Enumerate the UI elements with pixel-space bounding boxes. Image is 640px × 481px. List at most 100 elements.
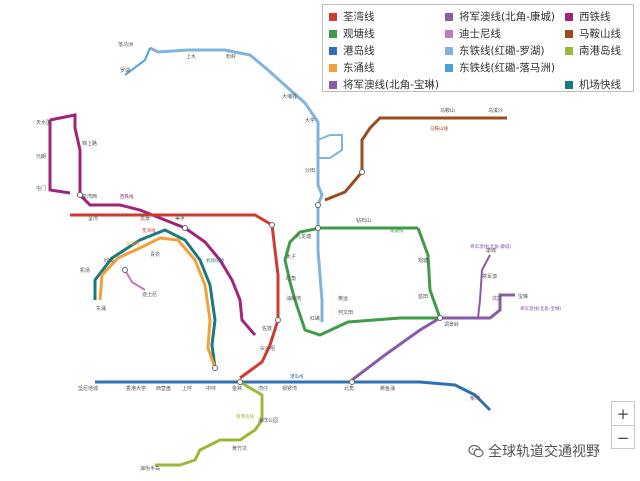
legend-item-ma-on-shan[interactable]: 马鞍山线: [565, 26, 631, 41]
station-marker[interactable]: [182, 225, 188, 231]
station-kennedytown[interactable]: 坚尼地城: [78, 385, 98, 392]
station-oceanpark[interactable]: 海洋公园: [258, 417, 278, 424]
station-causewaybay[interactable]: 铜锣湾: [282, 385, 297, 392]
label-kwun-tong: 观塘线: [390, 227, 404, 234]
station-sheungwan[interactable]: 上环: [182, 385, 192, 392]
station-yuenlong[interactable]: 元朗: [36, 153, 46, 160]
legend-item-tsuen-wan[interactable]: 荃湾线: [329, 9, 445, 24]
legend-item-east-rail-lmc[interactable]: 东铁线(红磡-落马洲): [445, 60, 631, 75]
station-luohu[interactable]: 罗湖: [120, 67, 130, 74]
station-marker[interactable]: [359, 169, 365, 175]
legend-label: 荃湾线: [343, 11, 375, 23]
legend-item-tung-chung[interactable]: 东涌线: [329, 60, 445, 75]
station-marker[interactable]: [77, 192, 83, 198]
station-marker[interactable]: [269, 222, 275, 228]
legend-label: 观塘线: [343, 28, 375, 40]
station-marker[interactable]: [237, 379, 243, 385]
legend-item-south-island[interactable]: 南港岛线: [565, 43, 631, 58]
legend-item-tko-polam[interactable]: 将军澳线(北角-宝琳): [329, 77, 565, 92]
label-tung-chung: 东涌线: [126, 240, 140, 247]
station-kwuntong[interactable]: 观塘: [418, 257, 428, 264]
station-jordan[interactable]: 佐敦: [262, 325, 272, 332]
legend-label: 迪士尼线: [459, 28, 501, 40]
station-tsuenwan[interactable]: 荃湾: [88, 215, 98, 222]
station-marker[interactable]: [275, 317, 281, 323]
legend-item-airport-express[interactable]: 机场快线: [565, 77, 631, 92]
station-southhorizons[interactable]: 海怡半岛: [140, 465, 160, 472]
legend-item-island[interactable]: 港岛线: [329, 43, 445, 58]
station-wanchai[interactable]: 湾仔: [258, 385, 268, 392]
legend-item-disney[interactable]: 迪士尼线: [445, 26, 565, 41]
station-shangshui[interactable]: 上水: [186, 53, 196, 60]
station-wukaisha[interactable]: 乌溪沙: [488, 107, 503, 114]
wechat-icon: [468, 444, 484, 458]
zoom-out-button[interactable]: −: [616, 428, 630, 447]
station-hunghom[interactable]: 红磡: [310, 315, 320, 322]
station-sunnybay[interactable]: 欣澳: [104, 257, 114, 264]
station-marker[interactable]: [349, 379, 355, 385]
station-central[interactable]: 中环: [206, 385, 216, 392]
station-tko[interactable]: 将军澳: [482, 273, 497, 280]
station-airport[interactable]: 机场: [80, 267, 90, 274]
station-lamtin[interactable]: 蓝田: [418, 293, 428, 300]
legend-item-tko-lohas[interactable]: 将军澳线(北角-康城): [445, 9, 565, 24]
station-marker[interactable]: [437, 315, 443, 321]
station-saiyingpun[interactable]: 西营盘: [156, 385, 171, 392]
station-tsingyi[interactable]: 青衣: [150, 251, 160, 258]
station-olympic[interactable]: 奥运: [338, 295, 348, 302]
legend-item-kwun-tong[interactable]: 观塘线: [329, 26, 445, 41]
swatch-airport-express: [565, 80, 573, 89]
label-tsuen-wan: 荃湾线: [142, 227, 156, 234]
station-diamondhill[interactable]: 钻石山: [356, 217, 371, 224]
station-tinshuiwai[interactable]: 天水围: [36, 119, 51, 126]
station-marker[interactable]: [212, 365, 218, 371]
station-princeedward[interactable]: 太子: [286, 253, 296, 260]
station-taiwo[interactable]: 大埔墟: [282, 93, 297, 100]
station-kamsheung[interactable]: 锦上路: [82, 140, 97, 147]
west-rail-spur: [48, 120, 71, 195]
station-marker[interactable]: [122, 267, 128, 273]
station-marker[interactable]: [315, 225, 321, 231]
station-laiking[interactable]: 荔景: [140, 215, 150, 222]
watermark-text: 全球轨道交通视野: [488, 444, 600, 460]
station-university[interactable]: 大学: [305, 117, 315, 124]
station-polam[interactable]: 宝琳: [518, 293, 528, 300]
legend-item-east-rail-luohu[interactable]: 东铁线(红磡-罗湖): [445, 43, 565, 58]
station-tst[interactable]: 尖沙咀: [260, 345, 275, 352]
swatch-tsuen-wan: [329, 12, 337, 21]
station-lohaspark[interactable]: 康城: [486, 247, 496, 254]
station-northpoint[interactable]: 北角: [344, 385, 354, 392]
station-wongchukhang[interactable]: 黄竹坑: [232, 445, 247, 452]
station-admiralty[interactable]: 金钟: [232, 385, 242, 392]
tuen-ma-link: [317, 134, 343, 159]
station-kowloon-tong[interactable]: 九龙塘: [296, 233, 311, 240]
swatch-tung-chung: [329, 63, 337, 72]
station-shatin[interactable]: 沙田: [305, 168, 315, 174]
station-yaumatei[interactable]: 油麻地: [286, 295, 301, 302]
station-fanling[interactable]: 粉岭: [226, 53, 236, 60]
station-tiukengleng[interactable]: 调景岭: [444, 321, 459, 328]
station-chaiwan[interactable]: 柴湾: [470, 395, 480, 402]
station-tuenmun[interactable]: 屯门: [36, 185, 46, 192]
island-line: [95, 380, 492, 412]
station-quarrybay[interactable]: 鲗鱼涌: [380, 385, 395, 392]
station-marker[interactable]: [315, 202, 321, 208]
station-hanghau[interactable]: 坑口: [492, 295, 502, 302]
station-tsuenwan-west[interactable]: 荃湾西: [82, 193, 97, 200]
ma-on-shan-line: [324, 116, 507, 202]
station-mongkok[interactable]: 旺角: [286, 275, 296, 282]
station-meifoo[interactable]: 美孚: [175, 215, 185, 222]
legend-label: 东涌线: [343, 62, 375, 74]
station-ho-man-tin[interactable]: 何文田: [338, 309, 353, 316]
station-mashan[interactable]: 马鞍山: [440, 107, 455, 114]
legend-item-west-rail[interactable]: 西铁线: [565, 9, 631, 24]
station-hku[interactable]: 香港大学: [126, 385, 146, 392]
station-disney[interactable]: 迪士尼: [142, 291, 157, 298]
station-markers: [77, 169, 443, 385]
east-rail-line: [149, 46, 324, 322]
swatch-east-rail-lmc: [445, 63, 453, 72]
zoom-in-button[interactable]: +: [616, 404, 630, 423]
station-tungchung[interactable]: 东涌: [96, 305, 106, 312]
airport-express-line: [93, 228, 217, 369]
station-lomawu[interactable]: 落马洲: [118, 41, 133, 48]
